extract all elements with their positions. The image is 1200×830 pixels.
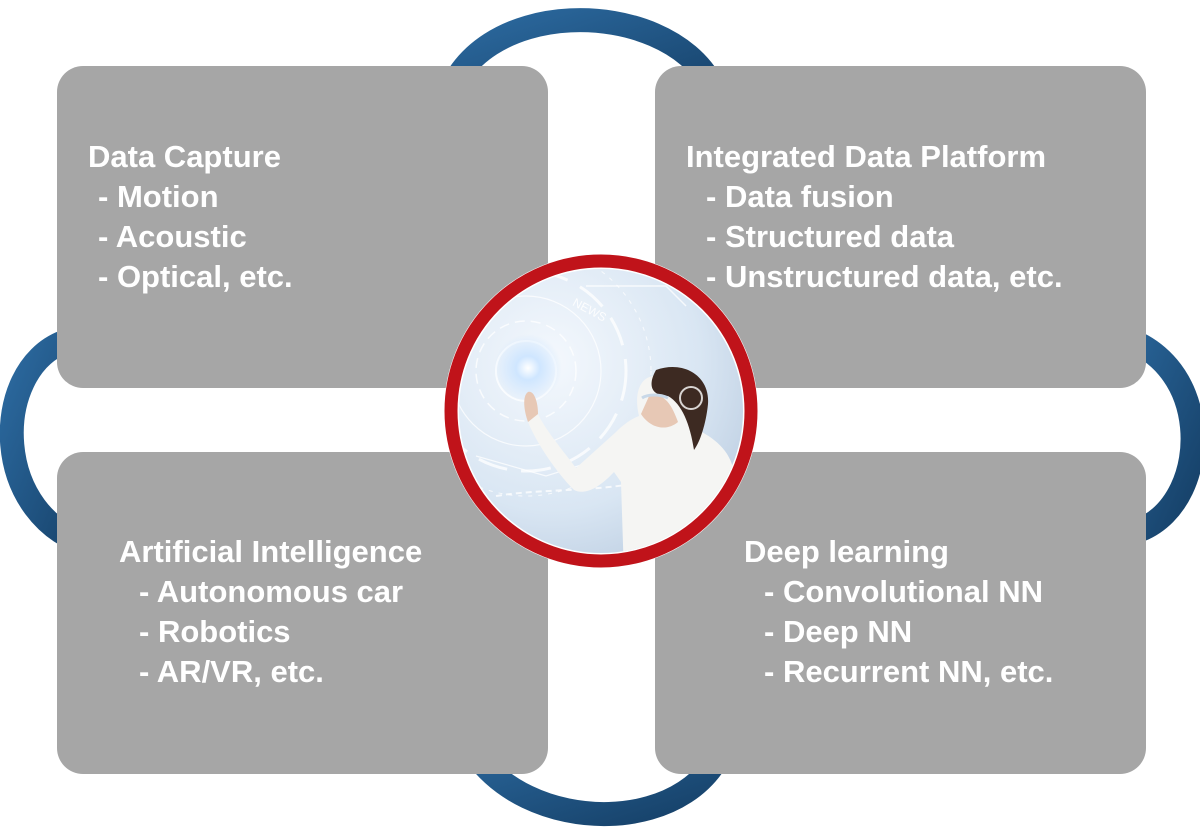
integrated-data-platform-item: Data fusion <box>686 177 1063 217</box>
artificial-intelligence-item: Robotics <box>119 612 422 652</box>
deep-learning-item: Convolutional NN <box>744 572 1053 612</box>
data-capture-item: Motion <box>88 177 293 217</box>
integrated-data-platform-text: Integrated Data Platform Data fusion Str… <box>686 137 1063 297</box>
data-capture-title: Data Capture <box>88 139 281 174</box>
deep-learning-item: Deep NN <box>744 612 1053 652</box>
integrated-data-platform-title: Integrated Data Platform <box>686 139 1047 174</box>
integrated-data-platform-card: Integrated Data Platform Data fusion Str… <box>655 66 1146 388</box>
deep-learning-item: Recurrent NN, etc. <box>744 652 1053 692</box>
deep-learning-text: Deep learning Convolutional NN Deep NN R… <box>744 532 1053 692</box>
data-capture-text: Data Capture Motion Acoustic Optical, et… <box>88 137 293 297</box>
futuristic-woman-image: NEWS <box>459 269 743 553</box>
red-ring <box>444 254 758 568</box>
artificial-intelligence-item: Autonomous car <box>119 572 422 612</box>
center-photo: NEWS <box>444 254 758 568</box>
artificial-intelligence-title: Artificial Intelligence <box>119 534 423 569</box>
artificial-intelligence-text: Artificial Intelligence Autonomous car R… <box>119 532 422 692</box>
deep-learning-title: Deep learning <box>744 534 949 569</box>
data-capture-item: Acoustic <box>88 217 293 257</box>
artificial-intelligence-card: Artificial Intelligence Autonomous car R… <box>57 452 548 774</box>
deep-learning-card: Deep learning Convolutional NN Deep NN R… <box>655 452 1146 774</box>
integrated-data-platform-item: Structured data <box>686 217 1063 257</box>
data-capture-card: Data Capture Motion Acoustic Optical, et… <box>57 66 548 388</box>
integrated-data-platform-item: Unstructured data, etc. <box>686 257 1063 297</box>
data-capture-item: Optical, etc. <box>88 257 293 297</box>
artificial-intelligence-item: AR/VR, etc. <box>119 652 422 692</box>
